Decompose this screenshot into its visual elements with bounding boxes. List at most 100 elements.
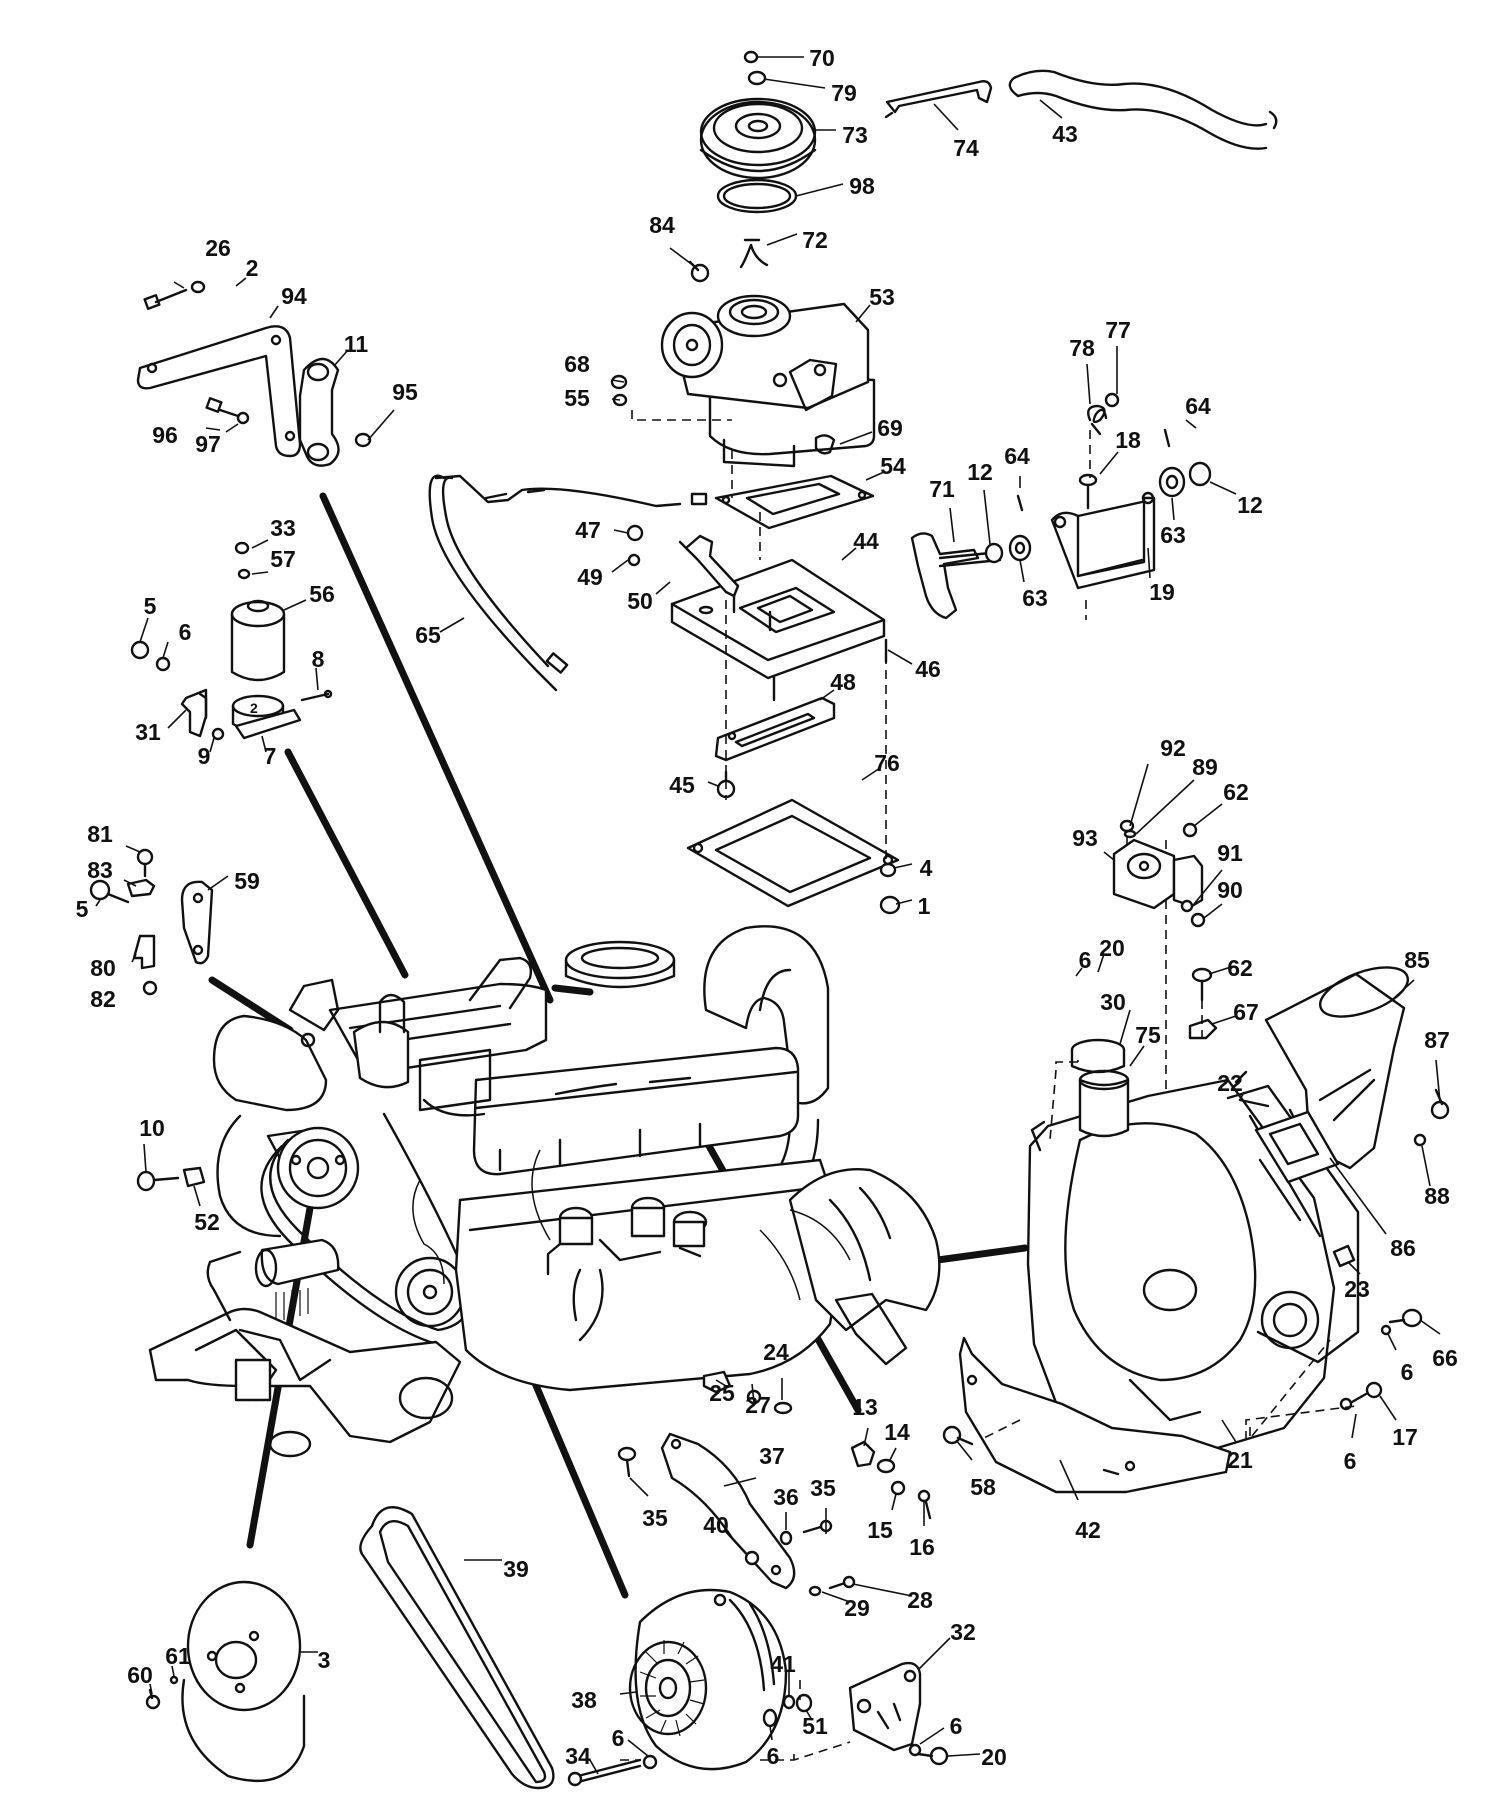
callout-label: 49 (577, 564, 603, 590)
choke-93 (1112, 819, 1206, 928)
screw-18 (1078, 473, 1098, 510)
callout-label: 26 (205, 235, 231, 261)
callout-label: 12 (967, 459, 993, 485)
leader-lines (95, 56, 1441, 1775)
callout-label: 53 (869, 284, 895, 310)
callout-label: 44 (853, 528, 879, 554)
bracket-31 (180, 688, 208, 738)
callout-label: 5 (144, 593, 157, 619)
gasket-86 (1254, 1110, 1340, 1184)
bracket-59 (180, 880, 214, 965)
spring-78 (1087, 392, 1120, 436)
bolt-60-washer-61 (145, 1675, 179, 1710)
engine-block (148, 925, 941, 1458)
callout-label: 60 (127, 1662, 153, 1688)
callout-label: 72 (802, 227, 828, 253)
bolt-96-washer-97 (205, 397, 250, 425)
callout-label: 83 (87, 857, 113, 883)
callout-label: 48 (830, 669, 856, 695)
callout-label: 6 (612, 1725, 625, 1751)
hose-30-75 (1070, 1038, 1130, 1138)
callout-label: 14 (884, 1419, 910, 1445)
nut-9 (211, 727, 225, 741)
exhaust-elbow-85 (1264, 966, 1409, 1170)
nuts-33-57 (234, 541, 251, 580)
callout-label: 54 (880, 453, 906, 479)
callout-label: 27 (745, 1392, 771, 1418)
callout-label: 89 (1192, 754, 1218, 780)
bushing-12-63 (984, 461, 1212, 564)
callout-label: 1 (918, 893, 931, 919)
link-74 (884, 80, 993, 119)
callout-label: 34 (565, 1743, 591, 1769)
callout-label: 75 (1135, 1022, 1161, 1048)
bolt-10-52 (136, 1166, 206, 1192)
bolt-58 (942, 1425, 974, 1446)
carburetor-53 (660, 294, 876, 468)
callout-label: 81 (87, 821, 113, 847)
callout-label: 96 (152, 422, 178, 448)
callout-label: 63 (1160, 522, 1186, 548)
callout-label: 18 (1115, 427, 1141, 453)
bracket-50 (678, 534, 740, 598)
callout-label: 30 (1100, 989, 1126, 1015)
callout-label: 94 (281, 283, 307, 309)
callout-label: 20 (981, 1744, 1007, 1770)
callout-label: 86 (1390, 1235, 1416, 1261)
callout-label: 31 (135, 719, 161, 745)
gasket-76 (686, 798, 900, 908)
callout-label: 98 (849, 173, 875, 199)
callout-label: 64 (1004, 443, 1030, 469)
callout-label: 23 (1344, 1276, 1370, 1302)
callout-label: 76 (874, 750, 900, 776)
callout-label: 24 (763, 1339, 789, 1365)
callout-label: 92 (1160, 735, 1186, 761)
gasket-54 (714, 474, 875, 530)
callout-label: 55 (564, 385, 590, 411)
callout-label: 40 (703, 1512, 729, 1538)
callout-label: 47 (575, 517, 601, 543)
callout-label: 6 (1401, 1359, 1414, 1385)
nuts-70-79 (743, 50, 767, 86)
dash-bellhousing (979, 840, 1357, 1441)
washers-6-41-51 (762, 1693, 813, 1728)
callout-label: 43 (1052, 121, 1078, 147)
bolt-87-washer-88 (1413, 1088, 1450, 1147)
callout-label: 57 (270, 546, 296, 572)
callout-label: 41 (770, 1651, 796, 1677)
callout-label: 13 (852, 1394, 878, 1420)
callout-label: 78 (1069, 335, 1095, 361)
callout-label: 42 (1075, 1517, 1101, 1543)
callout-label: 6 (767, 1743, 780, 1769)
callout-label: 6 (179, 619, 192, 645)
bracket-94 (136, 325, 302, 458)
bolt-34 (567, 1754, 658, 1787)
hose-43 (1008, 69, 1278, 150)
callout-label: 37 (759, 1443, 785, 1469)
callout-label: 8 (312, 646, 325, 672)
callout-label: 97 (195, 431, 221, 457)
cover-42 (958, 1336, 1232, 1494)
nuts-4-1 (879, 862, 901, 915)
callout-label: 52 (194, 1209, 220, 1235)
callout-label: 71 (929, 476, 955, 502)
callout-label: 58 (970, 1474, 996, 1500)
callout-label: 32 (950, 1619, 976, 1645)
pin-64 (1016, 428, 1171, 512)
bolt-26-washer-2 (143, 280, 206, 310)
callout-label: 2 (246, 255, 259, 281)
svg-text:2: 2 (250, 700, 258, 716)
callout-label: 80 (90, 955, 116, 981)
callout-label: 17 (1392, 1424, 1418, 1450)
callout-label: 56 (309, 581, 335, 607)
callout-label: 64 (1185, 393, 1211, 419)
clamp-13-14-15-16 (850, 1440, 932, 1520)
o-ring-98 (716, 178, 798, 214)
bracket-19 (1050, 491, 1156, 590)
bellhousing-21 (1026, 1070, 1360, 1466)
callout-label: 35 (810, 1475, 836, 1501)
callout-label: 93 (1072, 825, 1098, 851)
bolts-66-17 (1339, 1308, 1423, 1411)
callout-label: 73 (842, 122, 868, 148)
belt-39 (359, 1506, 555, 1790)
